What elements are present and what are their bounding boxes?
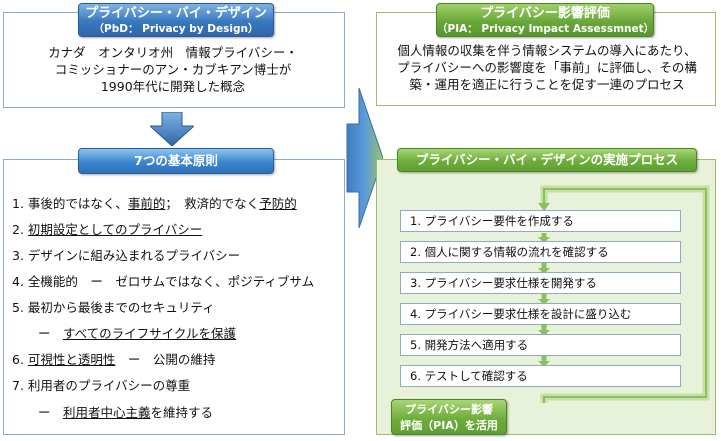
principle-1: 1. 事後的ではなく、事前的； 救済的でなく予防的 — [12, 196, 297, 211]
principle-7-sub: ー 利用者中心主義を維持する — [38, 405, 214, 420]
pbd-description-line: コミッショナーのアン・カブキアン博士が — [54, 62, 292, 77]
process-step-2: 2. 個人に関する情報の流れを確認する — [400, 241, 681, 263]
pbd-subtitle: （PbD： Privacy by Design） — [93, 23, 259, 35]
pbd-description-line: 1990年代に開発した概念 — [100, 79, 246, 94]
principle-2: 2. 初期設定としてのプライバシー — [12, 222, 203, 237]
pia-badge-line: プライバシー影響 — [405, 403, 493, 416]
pbd-description: カナダ オンタリオ州 情報プライバシー・ コミッショナーのアン・カブキアン博士が… — [10, 44, 336, 95]
pia-description-line: 築・運用を適正に行うことを促す一連のプロセス — [409, 77, 685, 92]
principle-5-sub: ー すべてのライフサイクルを保護 — [38, 326, 237, 341]
right-arrow-icon — [346, 88, 383, 228]
principle-4: 4. 全機能的 ー ゼロサムではなく、ポジティブサム — [12, 274, 315, 289]
pia-title: プライバシー影響評価 — [480, 6, 610, 21]
principle-3: 3. デザインに組み込まれるプライバシー — [12, 248, 241, 263]
principle-7: 7. 利用者のプライバシーの尊重 — [12, 378, 191, 393]
pbd-title-banner: プライバシー・バイ・デザイン （PbD： Privacy by Design） — [78, 3, 274, 37]
process-step-5: 5. 開発方法へ適用する — [400, 334, 681, 356]
principle-5: 5. 最初から最後までのセキュリティ — [12, 300, 215, 315]
principles-title: 7つの基本原則 — [78, 148, 274, 174]
principles-box — [3, 159, 345, 435]
process-title: プライバシー・バイ・デザインの実施プロセス — [397, 148, 697, 172]
process-step-1: 1. プライバシー要件を作成する — [400, 210, 681, 232]
pbd-description-line: カナダ オンタリオ州 情報プライバシー・ — [48, 45, 298, 60]
principle-6: 6. 可視性と透明性 ー 公開の維持 — [12, 352, 216, 367]
feedback-loop-arrows — [538, 185, 710, 403]
process-step-3: 3. プライバシー要求仕様を開発する — [400, 272, 681, 294]
process-step-4: 4. プライバシー要求仕様を設計に盛り込む — [400, 303, 681, 325]
pbd-title: プライバシー・バイ・デザイン — [85, 6, 267, 21]
pia-description: 個人情報の収集を伴う情報システムの導入にあたり、 プライバシーへの影響度を「事前… — [382, 42, 712, 93]
pia-description-line: プライバシーへの影響度を「事前」に評価し、その構 — [397, 60, 697, 75]
pia-subtitle: （PIA： Privacy Impact Assessmnet） — [437, 23, 655, 35]
pia-badge-line: 評価（PIA）を活用 — [400, 419, 498, 432]
down-arrow-icon — [150, 112, 194, 146]
pia-title-banner: プライバシー影響評価 （PIA： Privacy Impact Assessmn… — [436, 3, 654, 37]
process-step-6: 6. テストして確認する — [400, 365, 681, 387]
pia-usage-badge: プライバシー影響 評価（PIA）を活用 — [391, 399, 507, 435]
pia-description-line: 個人情報の収集を伴う情報システムの導入にあたり、 — [397, 43, 697, 58]
